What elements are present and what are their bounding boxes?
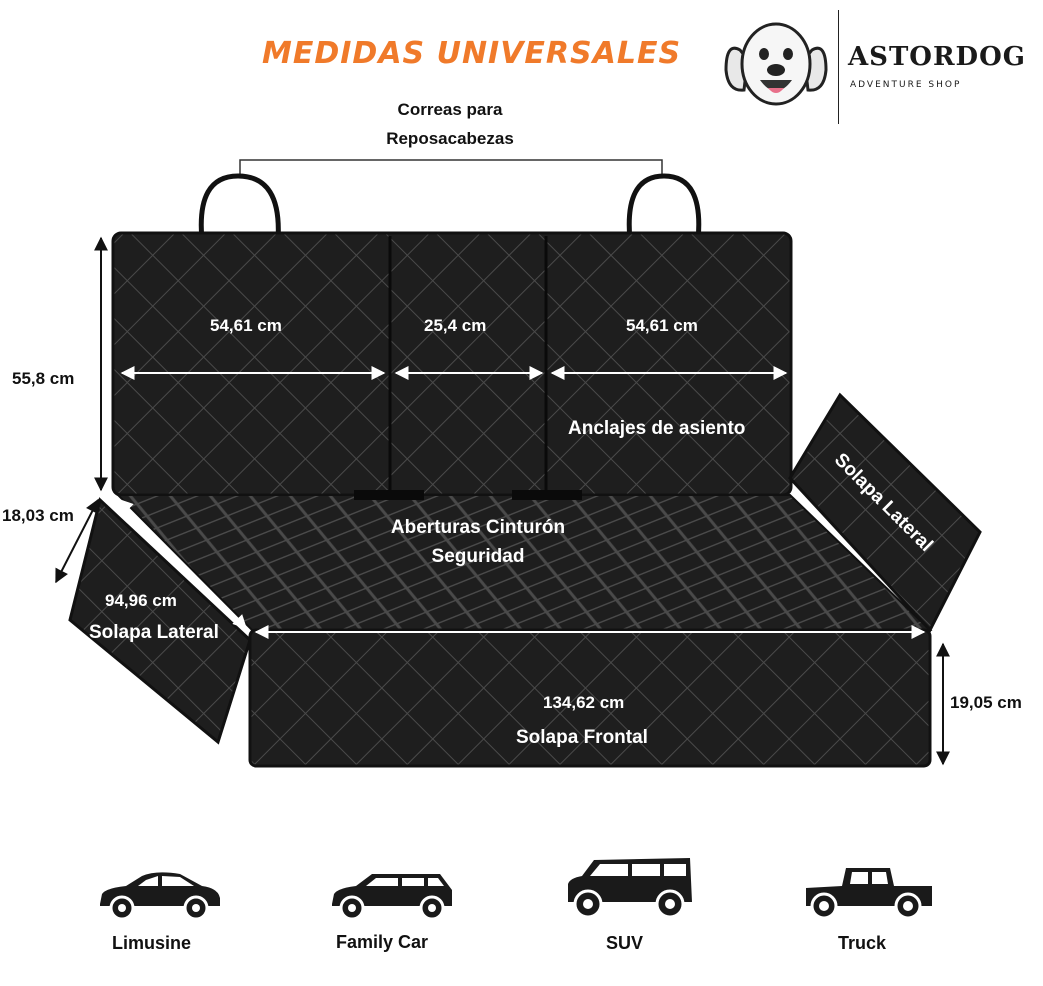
side-flap-depth-label: 18,03 cm bbox=[2, 506, 74, 525]
seat-length-label: 94,96 cm bbox=[105, 591, 177, 610]
strap-bracket bbox=[239, 159, 663, 178]
page-title: MEDIDAS UNIVERSALES bbox=[262, 36, 682, 71]
seat-anchors-label: Anclajes de asiento bbox=[568, 418, 746, 439]
vehicle-label-suv: SUV bbox=[606, 933, 644, 953]
belt-openings-label-line2: Seguridad bbox=[431, 546, 525, 567]
headrest-strap-right bbox=[626, 173, 702, 241]
belt-opening-left bbox=[354, 490, 424, 500]
front-height-label: 19,05 cm bbox=[950, 693, 1022, 712]
brand-divider bbox=[838, 10, 839, 124]
vehicle-label-sedan: Limusine bbox=[112, 933, 192, 953]
belt-opening-right bbox=[512, 490, 582, 500]
straps-label-line1: Correas para bbox=[397, 100, 503, 119]
side-flap-left-label: Solapa Lateral bbox=[89, 622, 219, 643]
height-back-label: 55,8 cm bbox=[12, 369, 75, 388]
brand-tagline: ADVENTURE SHOP bbox=[850, 80, 962, 90]
dog-logo-icon bbox=[724, 22, 828, 106]
straps-label-line2: Reposacabezas bbox=[386, 129, 514, 148]
truck-icon bbox=[806, 868, 932, 920]
width-left-label: 54,61 cm bbox=[210, 316, 282, 335]
vehicle-label-wagon: Family Car bbox=[336, 932, 429, 952]
seat-cover-diagram bbox=[55, 159, 982, 768]
suv-icon bbox=[568, 858, 692, 919]
back-panel bbox=[111, 231, 793, 497]
width-center-label: 25,4 cm bbox=[424, 316, 487, 335]
belt-openings-label-line1: Aberturas Cinturón bbox=[390, 517, 566, 538]
right-side-flap bbox=[788, 392, 982, 633]
headrest-strap-left bbox=[198, 173, 281, 241]
width-right-label: 54,61 cm bbox=[626, 316, 698, 335]
sedan-icon bbox=[100, 872, 220, 921]
front-width-label: 134,62 cm bbox=[543, 693, 625, 712]
brand-logo bbox=[720, 12, 832, 116]
front-flap-label: Solapa Frontal bbox=[516, 727, 648, 748]
wagon-icon bbox=[332, 874, 452, 921]
brand-name: ASTORDOG bbox=[848, 42, 1026, 72]
vehicle-label-truck: Truck bbox=[838, 933, 887, 953]
